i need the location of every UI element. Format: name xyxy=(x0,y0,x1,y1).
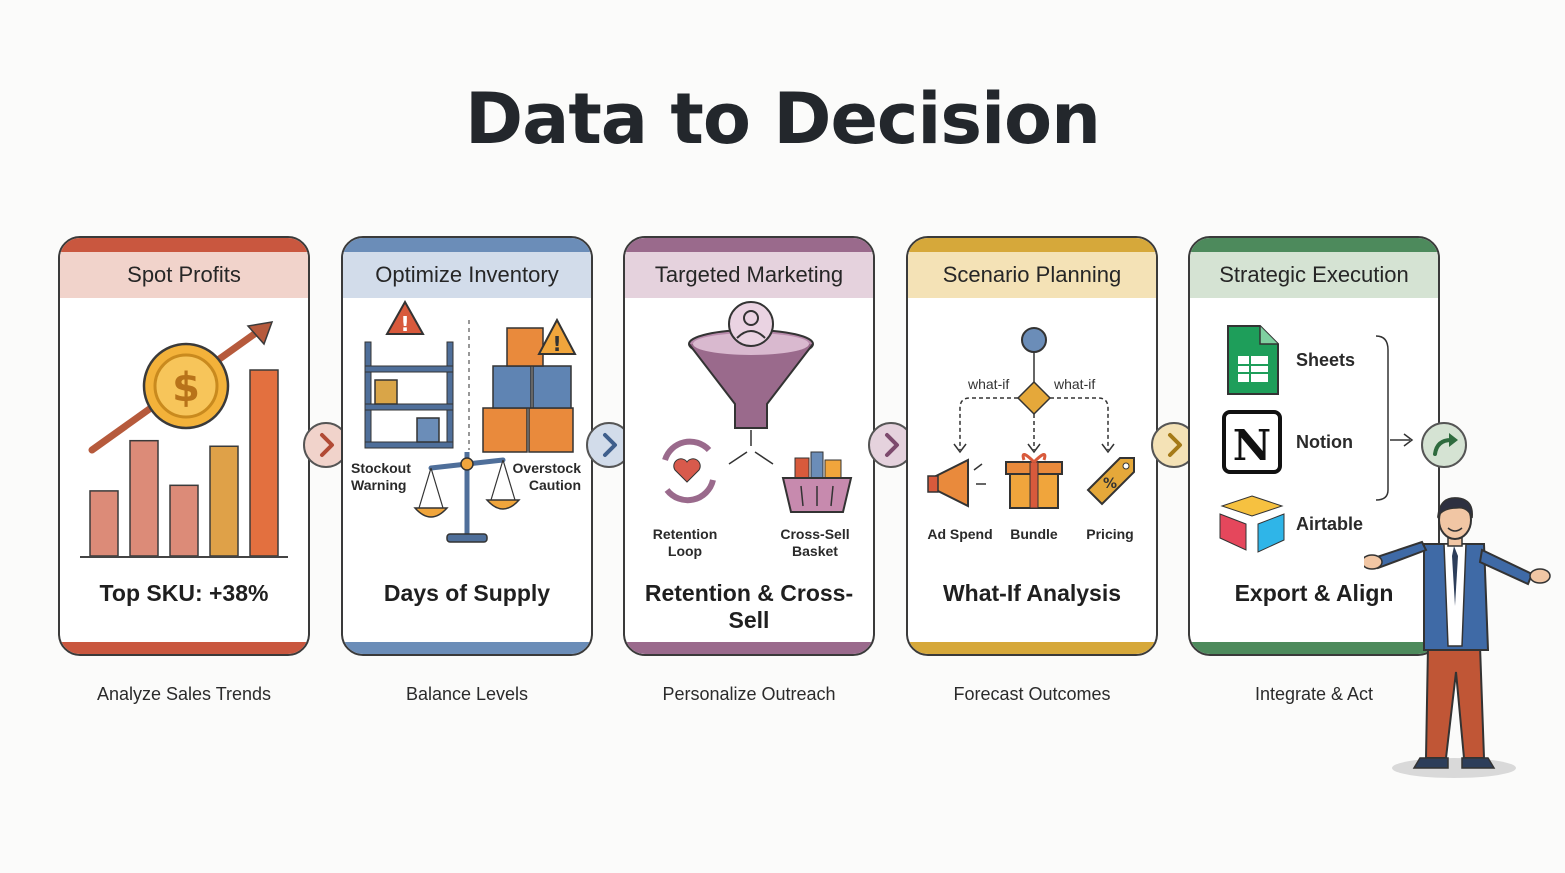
boxes-icon: ! xyxy=(482,317,577,453)
tools-illustration: N xyxy=(1219,325,1414,553)
bar-1 xyxy=(89,490,119,557)
card-header: Strategic Execution xyxy=(1190,252,1438,298)
step-subtitle: Personalize Outreach xyxy=(662,684,836,704)
card-bottom-accent xyxy=(908,642,1156,654)
shelf-icon xyxy=(364,341,454,449)
gift-icon xyxy=(1005,453,1063,509)
card-header: Optimize Inventory xyxy=(343,252,591,298)
funnel-icon xyxy=(688,329,814,429)
what-if-label-left: what-if xyxy=(968,376,1010,392)
card-bottom-accent xyxy=(60,642,308,654)
bar-2 xyxy=(129,439,159,557)
card-header: Scenario Planning xyxy=(908,252,1156,298)
svg-text:$: $ xyxy=(172,365,200,411)
what-if-label-right: what-if xyxy=(1054,376,1096,392)
dollar-coin-icon: $ xyxy=(142,342,230,430)
card-metric: What-If Analysis xyxy=(942,580,1122,606)
card-top-accent xyxy=(908,238,1156,252)
chevron-right-icon xyxy=(885,433,899,457)
user-icon xyxy=(728,301,774,347)
marketing-illustration xyxy=(662,301,853,513)
step-card-optimize-inventory: Optimize Inventory ! ! xyxy=(341,236,593,656)
tool-label-airtable: Airtable xyxy=(1296,514,1364,534)
airtable-icon xyxy=(1219,495,1285,553)
bar-5 xyxy=(249,369,279,557)
tool-label-notion: Notion xyxy=(1296,432,1353,452)
step-card-scenario-planning: Scenario Planning % what- xyxy=(906,236,1158,656)
step-subtitle: Analyze Sales Trends xyxy=(96,684,272,704)
bar-chart-icon xyxy=(89,369,279,557)
bar-3 xyxy=(169,484,199,557)
card-metric: Export & Align xyxy=(1234,580,1394,606)
card-metric: Retention & Cross-Sell xyxy=(644,580,854,633)
step-card-spot-profits: Spot Profits $ Top SKU: +38% xyxy=(58,236,310,656)
svg-text:!: ! xyxy=(400,312,409,336)
branch-label-ad-spend: Ad Spend xyxy=(927,526,993,542)
card-bottom-accent xyxy=(343,642,591,654)
card-top-accent xyxy=(60,238,308,252)
step-subtitle: Balance Levels xyxy=(405,684,529,704)
share-arrow-button xyxy=(1421,422,1467,468)
inventory-illustration: ! ! xyxy=(364,300,577,543)
heart-loop-icon xyxy=(662,438,716,504)
card-header: Spot Profits xyxy=(60,252,308,298)
megaphone-icon xyxy=(927,458,986,508)
share-arrow-icon xyxy=(1433,433,1458,456)
card-metric: Top SKU: +38% xyxy=(99,580,269,606)
notion-icon: N xyxy=(1222,410,1282,474)
branch-label-bundle: Bundle xyxy=(1010,526,1058,542)
bar-4 xyxy=(209,445,239,557)
chevron-right-icon xyxy=(603,433,617,457)
svg-text:N: N xyxy=(1233,421,1271,470)
step-card-strategic-execution: Strategic Execution N Sheets Notion Airt… xyxy=(1188,236,1440,656)
scale-icon xyxy=(413,452,521,543)
step-subtitle: Integrate & Act xyxy=(1254,684,1374,704)
page-title: Data to Decision xyxy=(465,78,1101,160)
basket-icon xyxy=(781,451,853,513)
presenter-figure xyxy=(1364,497,1551,778)
svg-text:!: ! xyxy=(552,332,561,356)
sheets-icon xyxy=(1227,325,1279,395)
tool-label-sheets: Sheets xyxy=(1296,350,1356,370)
card-header: Targeted Marketing xyxy=(625,252,873,298)
card-top-accent xyxy=(1190,238,1438,252)
card-top-accent xyxy=(343,238,591,252)
price-tag-icon: % xyxy=(1086,457,1135,506)
scenario-tree-illustration: % xyxy=(927,327,1135,509)
step-subtitle: Forecast Outcomes xyxy=(953,684,1111,704)
chevron-right-icon xyxy=(1168,433,1182,457)
chevron-right-icon xyxy=(320,433,334,457)
branch-label-pricing: Pricing xyxy=(1086,526,1134,542)
svg-text:%: % xyxy=(1103,476,1117,492)
card-bottom-accent xyxy=(1190,642,1438,654)
card-bottom-accent xyxy=(625,642,873,654)
card-metric: Days of Supply xyxy=(383,580,551,606)
card-top-accent xyxy=(625,238,873,252)
decision-node-icon xyxy=(1016,327,1052,416)
warning-icon: ! xyxy=(385,300,425,336)
sales-chart-illustration: $ xyxy=(80,321,288,558)
